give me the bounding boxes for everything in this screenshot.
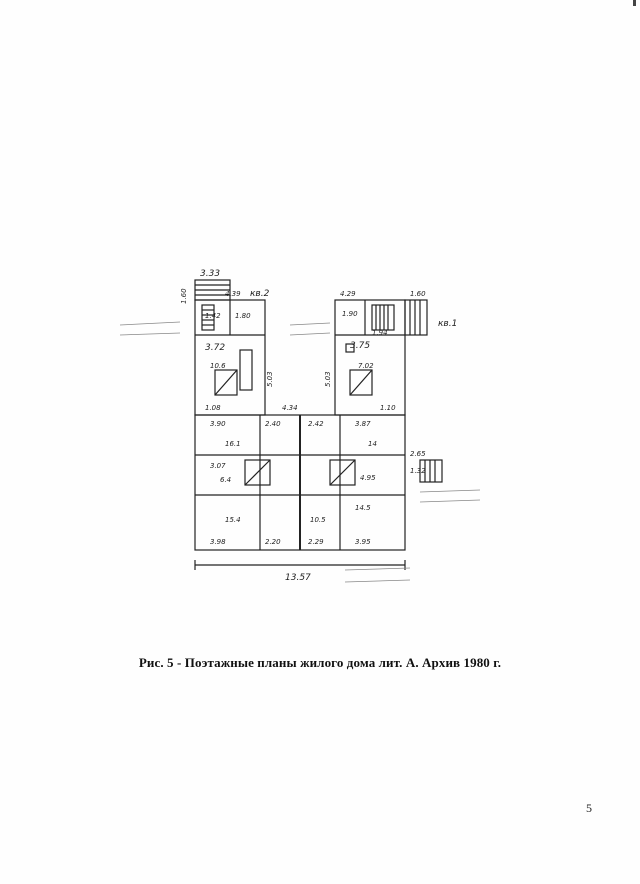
apartment-2-label: кв.2: [250, 289, 270, 299]
room-1-right-area: 7.02: [358, 362, 374, 370]
dim-top-left-room: 4.39: [225, 290, 241, 298]
room-7-area: 15.4: [225, 516, 241, 524]
dim-190: 1.90: [342, 310, 358, 318]
room-4r-area: 14: [368, 440, 377, 448]
room-5-area: 6.4: [220, 476, 231, 484]
dim-wing-height-right: 5.03: [324, 371, 332, 387]
dim-220: 2.20: [265, 538, 281, 546]
dim-229: 2.29: [308, 538, 324, 546]
floor-plan-drawing: 3.33 1.60 4.39 кв.2 4.29 1.60 кв.1 1.42 …: [119, 269, 481, 583]
apartment-1-label: кв.1: [438, 319, 457, 329]
dim-395: 3.95: [355, 538, 371, 546]
dim-wing-height-left: 5.03: [266, 371, 274, 387]
dim-265: 2.65: [410, 450, 426, 458]
dim-398: 3.98: [210, 538, 226, 546]
room-7r-area: 10.5: [310, 516, 326, 524]
room-5r-area: 4.95: [360, 474, 376, 482]
room-4-area: 16.1: [225, 440, 241, 448]
dim-porch-right: 1.60: [410, 290, 426, 298]
room-1-left-area: 10.6: [210, 362, 226, 370]
dim-390: 3.90: [210, 420, 226, 428]
dim-mid: 4.34: [282, 404, 298, 412]
dim-porch-left: 1.60: [180, 288, 188, 304]
dim-132: 1.32: [410, 467, 426, 475]
dim-top-left: 3.33: [200, 269, 220, 279]
dim-total-width: 13.57: [285, 573, 311, 583]
dim-left-wing: 3.72: [205, 343, 225, 353]
figure-caption: Рис. 5 - Поэтажные планы жилого дома лит…: [138, 655, 502, 670]
dim-180: 1.80: [235, 312, 251, 320]
dim-307: 3.07: [210, 462, 226, 470]
dim-1-08: 1.08: [205, 404, 221, 412]
scan-artifact: [633, 0, 636, 6]
dim-242: 2.42: [308, 420, 324, 428]
dim-194: 1.94: [372, 329, 388, 337]
dim-240: 2.40: [265, 420, 281, 428]
dim-top-right: 4.29: [340, 290, 356, 298]
dim-1-10: 1.10: [380, 404, 396, 412]
floor-plan-figure: 3.33 1.60 4.39 кв.2 4.29 1.60 кв.1 1.42 …: [110, 260, 490, 600]
dim-right-wing: 3.75: [350, 341, 370, 351]
page-number: 5: [586, 801, 592, 815]
room-6-area: 14.5: [355, 504, 371, 512]
dim-387: 3.87: [355, 420, 371, 428]
dim-142: 1.42: [205, 312, 221, 320]
